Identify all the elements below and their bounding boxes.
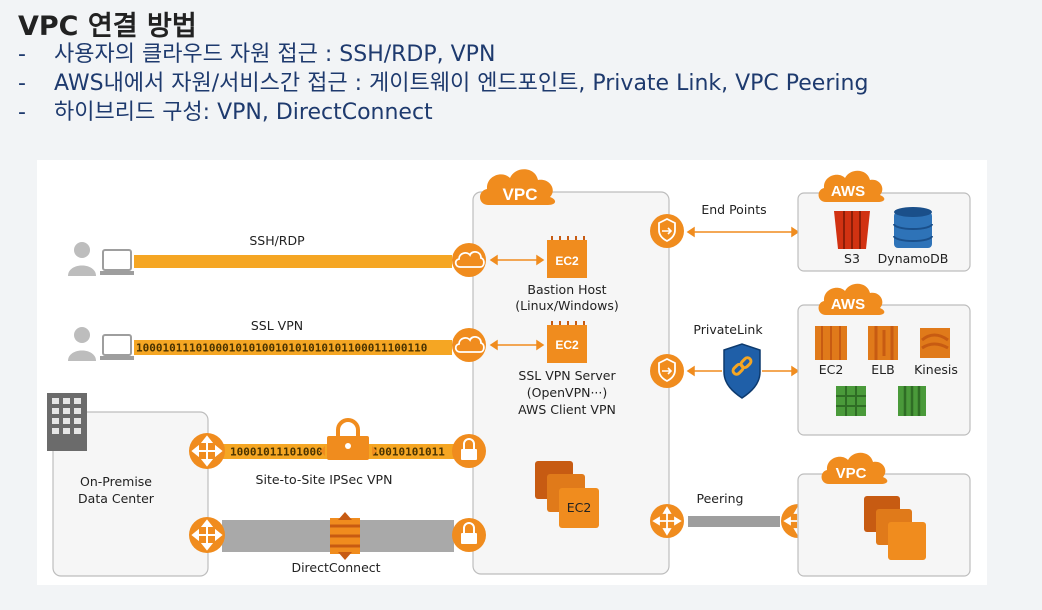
privatelink-arrow [686, 365, 800, 377]
ssh-label: SSH/RDP [249, 233, 305, 248]
sslserver-label: SSL VPN Server [518, 368, 616, 383]
slide-title: VPC 연결 방법 [18, 11, 197, 42]
ec2-sslvpn-icon: EC2 [547, 321, 587, 363]
green-service-icon [898, 386, 926, 416]
bastion-label: Bastion Host [527, 282, 606, 297]
svg-text:EC2: EC2 [555, 254, 579, 268]
onprem-label: On-Premise [80, 474, 152, 489]
peering-link [688, 516, 780, 527]
peering-router-icon [650, 504, 684, 538]
svg-text:AWS: AWS [831, 183, 865, 200]
gateway-cloud-icon [452, 328, 486, 362]
bullet-item: -하이브리드 구성: VPN, DirectConnect [18, 100, 433, 125]
peer-vpc-badge: VPC [821, 452, 888, 484]
dynamodb-label: DynamoDB [878, 251, 949, 266]
bidirectional-arrow [489, 339, 545, 351]
svg-text:AWS: AWS [831, 296, 865, 313]
privatelink-icon [723, 343, 761, 399]
aws-badge: AWS [818, 283, 885, 315]
elb-label: ELB [871, 362, 894, 377]
ipsec-binary: 10001011101000 [230, 446, 323, 459]
ipsec-binary: 10010101011 [372, 446, 445, 459]
vpn-gateway-lock-icon [320, 418, 377, 460]
user-icon [68, 327, 96, 361]
sslvpn-binary: 1000101110100010101001010101010110001110… [136, 342, 427, 355]
endpoints-label: End Points [701, 202, 766, 217]
vpn-lock-icon [452, 434, 486, 468]
directconnect-label: DirectConnect [291, 560, 380, 575]
vpn-lock-icon [452, 518, 486, 552]
bullet-list: -사용자의 클라우드 자원 접근 : SSH/RDP, VPN -AWS내에서 … [18, 40, 868, 127]
directconnect-icon [330, 512, 360, 560]
peering-label: Peering [697, 491, 744, 506]
laptop-icon [100, 334, 134, 360]
svg-text:EC2: EC2 [567, 500, 592, 515]
endpoint-shield-icon [650, 214, 684, 248]
sslvpn-label: SSL VPN [251, 318, 303, 333]
gateway-cloud-icon [452, 243, 486, 277]
ec2-group-icon: EC2 [535, 461, 599, 528]
kinesis-icon [920, 328, 950, 358]
vpc-badge: VPC [479, 169, 556, 205]
privatelink-label: PrivateLink [693, 322, 763, 337]
svg-text:VPC: VPC [503, 185, 538, 204]
ssh-link [134, 255, 452, 268]
ipsec-label: Site-to-Site IPSec VPN [256, 472, 393, 487]
kinesis-label: Kinesis [914, 362, 958, 377]
privatelink-shield-icon [650, 354, 684, 388]
green-service-icon [836, 386, 866, 416]
ec2-bastion-icon: EC2 [547, 236, 587, 278]
dynamodb-icon [893, 207, 933, 248]
s3-label: S3 [844, 251, 860, 266]
router-icon [189, 517, 225, 553]
bullet-item: -AWS내에서 자원/서비스간 접근 : 게이트웨이 엔드포인트, Privat… [18, 71, 869, 96]
building-icon [47, 393, 87, 451]
sslvpn-link [134, 340, 452, 355]
peer-ec2-group-icon [864, 496, 926, 560]
user-icon [68, 242, 96, 276]
sslserver-label: AWS Client VPN [518, 402, 616, 417]
onprem-container [52, 411, 209, 577]
endpoint-arrow [686, 226, 800, 238]
s3-icon [834, 211, 870, 249]
bullet-item: -사용자의 클라우드 자원 접근 : SSH/RDP, VPN [18, 42, 496, 67]
aws-badge: AWS [818, 170, 885, 202]
router-icon [189, 433, 225, 469]
laptop-icon [100, 249, 134, 275]
svg-text:VPC: VPC [836, 465, 867, 482]
bastion-label: (Linux/Windows) [515, 298, 618, 313]
ec2-service-label: EC2 [819, 362, 844, 377]
sslserver-label: (OpenVPN···) [527, 385, 608, 400]
elb-icon [868, 326, 898, 360]
svg-text:EC2: EC2 [555, 338, 579, 352]
onprem-label: Data Center [78, 491, 155, 506]
bidirectional-arrow [489, 254, 545, 266]
ec2-service-icon [815, 326, 847, 360]
